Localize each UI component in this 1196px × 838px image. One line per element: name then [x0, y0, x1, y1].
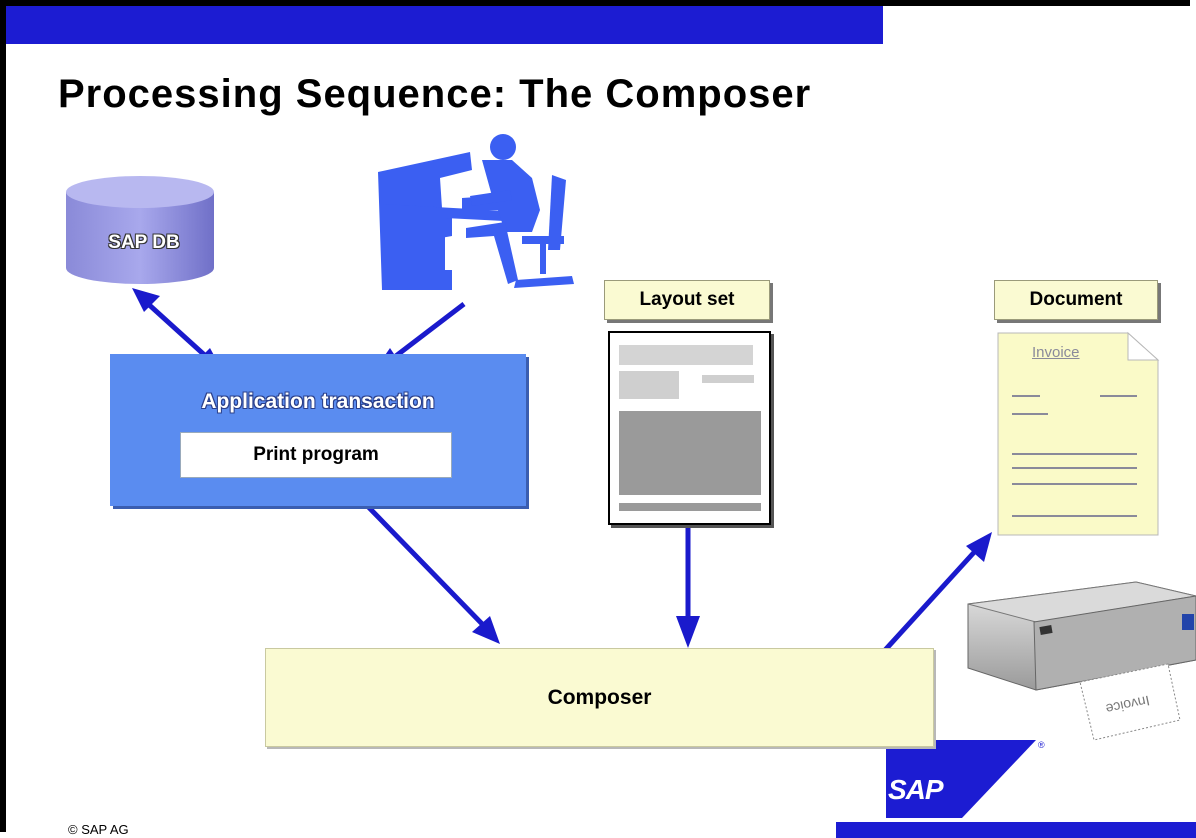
layout-set-label: Layout set [604, 280, 770, 320]
svg-text:®: ® [1038, 740, 1045, 750]
printer-icon: Invoice [967, 581, 1196, 741]
print-program-box: Print program [180, 432, 452, 478]
slide-title: Processing Sequence: The Composer [58, 72, 812, 116]
arrow-layout-composer [676, 522, 700, 648]
sap-db-label: SAP DB [108, 232, 180, 253]
top-accent-bar [6, 6, 883, 44]
composer-box: Composer [265, 648, 934, 747]
document-label: Document [994, 280, 1158, 320]
copyright-notice: © SAP AG [68, 822, 129, 837]
sap-logo: ® [886, 740, 1045, 818]
application-transaction-box: Application transaction Print program [110, 354, 526, 506]
sap-logo-text: SAP [888, 774, 944, 805]
bottom-accent-bar [836, 822, 1196, 838]
database-icon [66, 176, 214, 284]
layout-set-form-icon [608, 331, 771, 525]
application-transaction-label: Application transaction [201, 390, 435, 413]
arrows [132, 288, 992, 662]
invoice-heading: Invoice [1032, 344, 1080, 361]
user-at-computer-icon [378, 134, 574, 290]
arrow-composer-document [874, 532, 992, 662]
document-page-icon [997, 331, 1160, 536]
